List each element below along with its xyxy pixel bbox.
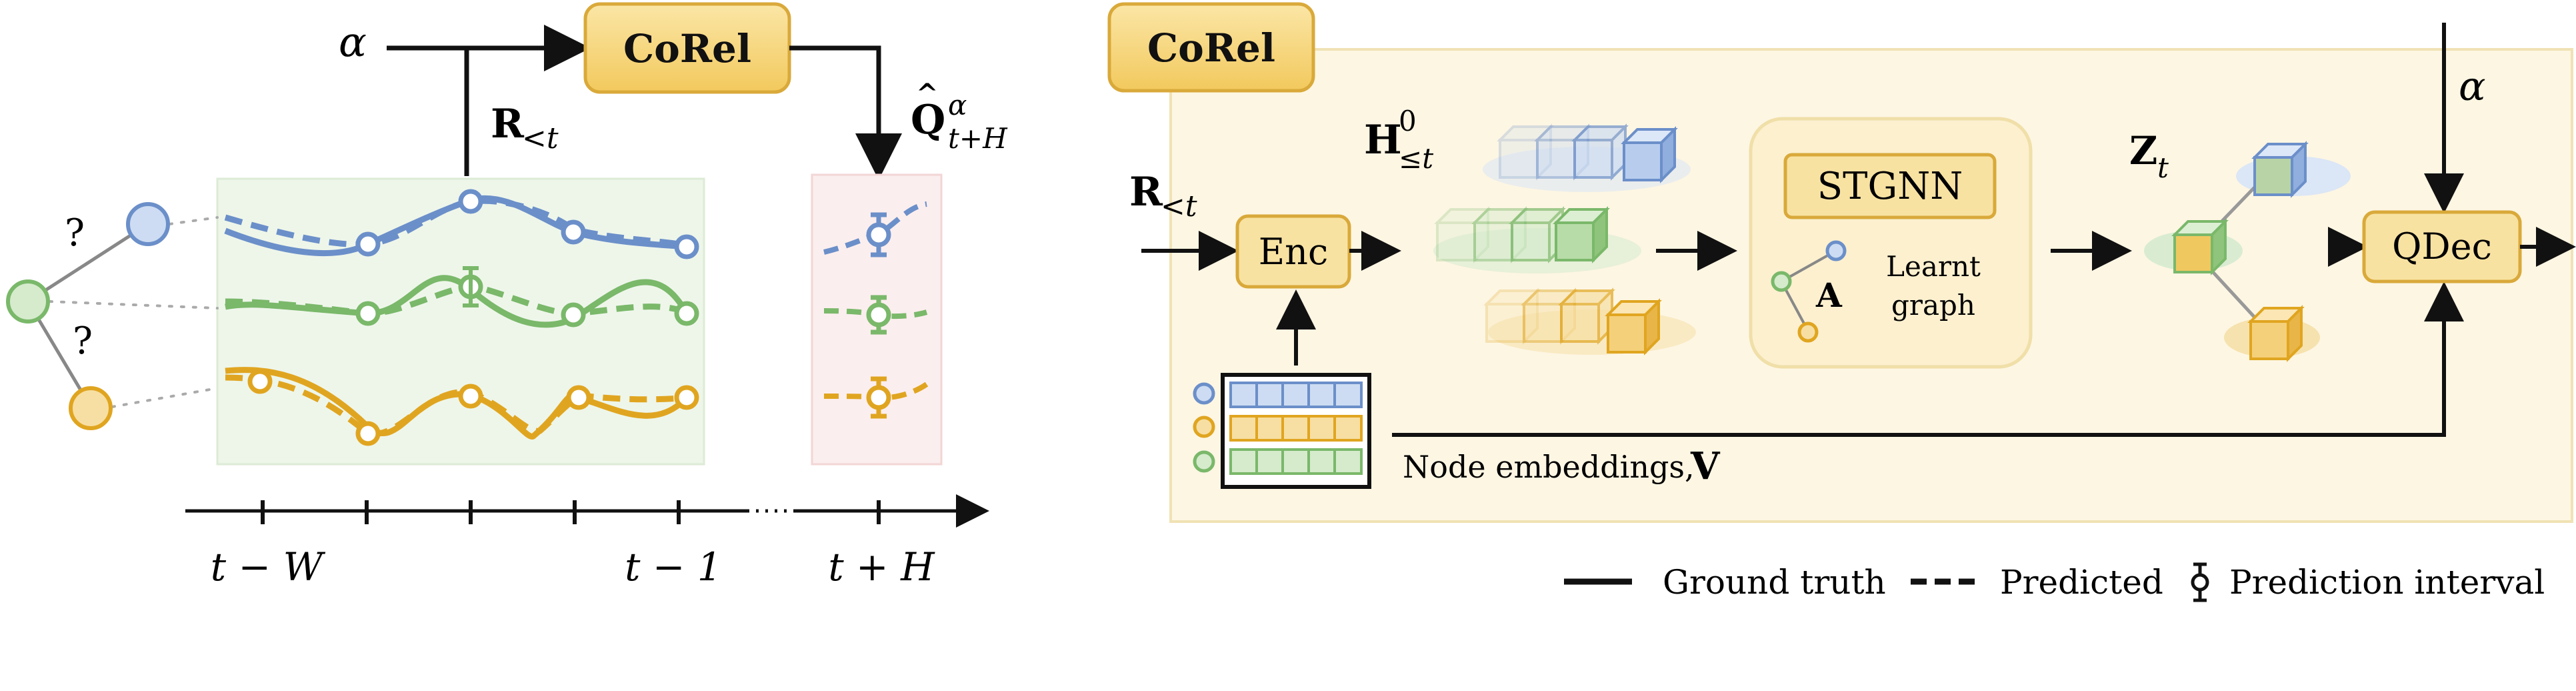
series-orange-predicted [225,374,687,438]
learnt-graph-icon [1771,240,1847,343]
svg-text:<t: <t [522,121,559,155]
node-embeddings-table [1193,373,1371,489]
q-hat-label: ^ Q α t+H [911,78,1008,155]
right-panel: CoRel R <t Enc [1107,2,2576,523]
svg-text:H: H [1364,117,1402,163]
svg-text:Q: Q [911,97,945,143]
z-cube-orange [2247,305,2305,362]
hidden-states-orange [1483,287,1696,356]
svg-text:V: V [1690,444,1721,488]
tick-label-t-minus-1: t − 1 [625,544,722,590]
corel-label-right: CoRel [1147,25,1275,71]
svg-text:R: R [1129,169,1163,215]
enc-box: Enc [1235,214,1351,289]
enc-label: Enc [1259,231,1328,273]
r-lt-label-right: R <t [1129,169,1197,223]
prediction-orange [823,376,929,419]
node-embeddings-label: Node embeddings, V [1403,444,1721,488]
svg-text:Node embeddings,: Node embeddings, [1403,449,1695,485]
alpha-label: α [339,17,367,66]
left-panel: α CoRel R <t ^ Q α t+H [6,2,1008,590]
corel-box-right: CoRel [1107,2,1315,93]
embeddings-to-qdec-arrow [1392,281,2464,437]
time-axis: t − W t − 1 t + H [185,494,989,590]
svg-text:≤t: ≤t [1399,142,1433,175]
series-green [225,266,699,328]
prediction-intervals [823,201,929,419]
learnt-graph-label-line2: graph [1891,289,1975,321]
prediction-green [823,295,928,335]
stgnn-label: STGNN [1817,165,1963,208]
z-cube-blue [2251,141,2309,198]
svg-text:t: t [2157,151,2169,184]
z-cube-green [2171,218,2229,275]
series-blue-predicted [224,197,687,249]
svg-text:0: 0 [1399,105,1417,137]
adjacency-label: A [1815,275,1843,315]
question-mark-upper: ? [65,211,85,255]
prediction-blue [823,201,927,257]
corel-box-left: CoRel [583,2,791,94]
legend-prediction-interval-swatch [2191,562,2209,602]
r-lt-label-left: R <t [491,101,559,155]
node-blue [126,202,170,246]
hidden-states-green [1433,206,1641,273]
legend-prediction-interval-label: Prediction interval [2229,563,2545,602]
svg-text:α: α [948,89,967,121]
tick-label-t-minus-w: t − W [211,544,326,590]
corel-label-left: CoRel [623,26,751,71]
svg-text:R: R [491,101,525,147]
svg-text:Z: Z [2129,128,2157,173]
hidden-states-blue [1483,123,1691,192]
z-embeddings [2144,141,2351,362]
series-blue [224,189,699,259]
qdec-label: QDec [2392,225,2492,267]
corel-to-output-arrow [789,45,902,180]
legend-ground-truth-label: Ground truth [1663,563,1886,602]
svg-text:t+H: t+H [948,122,1008,155]
series-orange [225,367,699,446]
svg-text:^: ^ [916,78,939,109]
node-graph-left: ? ? [6,202,219,430]
tick-label-t-plus-h: t + H [828,544,935,590]
legend-predicted-label: Predicted [2000,563,2163,602]
stgnn-block: STGNN A Learnt graph [1749,117,2033,369]
alpha-label-right: α [2459,63,2486,110]
question-mark-lower: ? [73,319,93,363]
legend: Ground truth Predicted Prediction interv… [1564,562,2545,602]
node-orange [69,386,113,430]
qdec-box: QDec [2362,210,2522,283]
svg-text:<t: <t [1161,189,1197,223]
history-window [216,177,705,466]
h-zero-label: H 0 ≤t [1364,105,1433,175]
z-label: Z t [2129,128,2169,184]
node-green [6,279,50,323]
learnt-graph-label-line1: Learnt [1886,250,1981,283]
